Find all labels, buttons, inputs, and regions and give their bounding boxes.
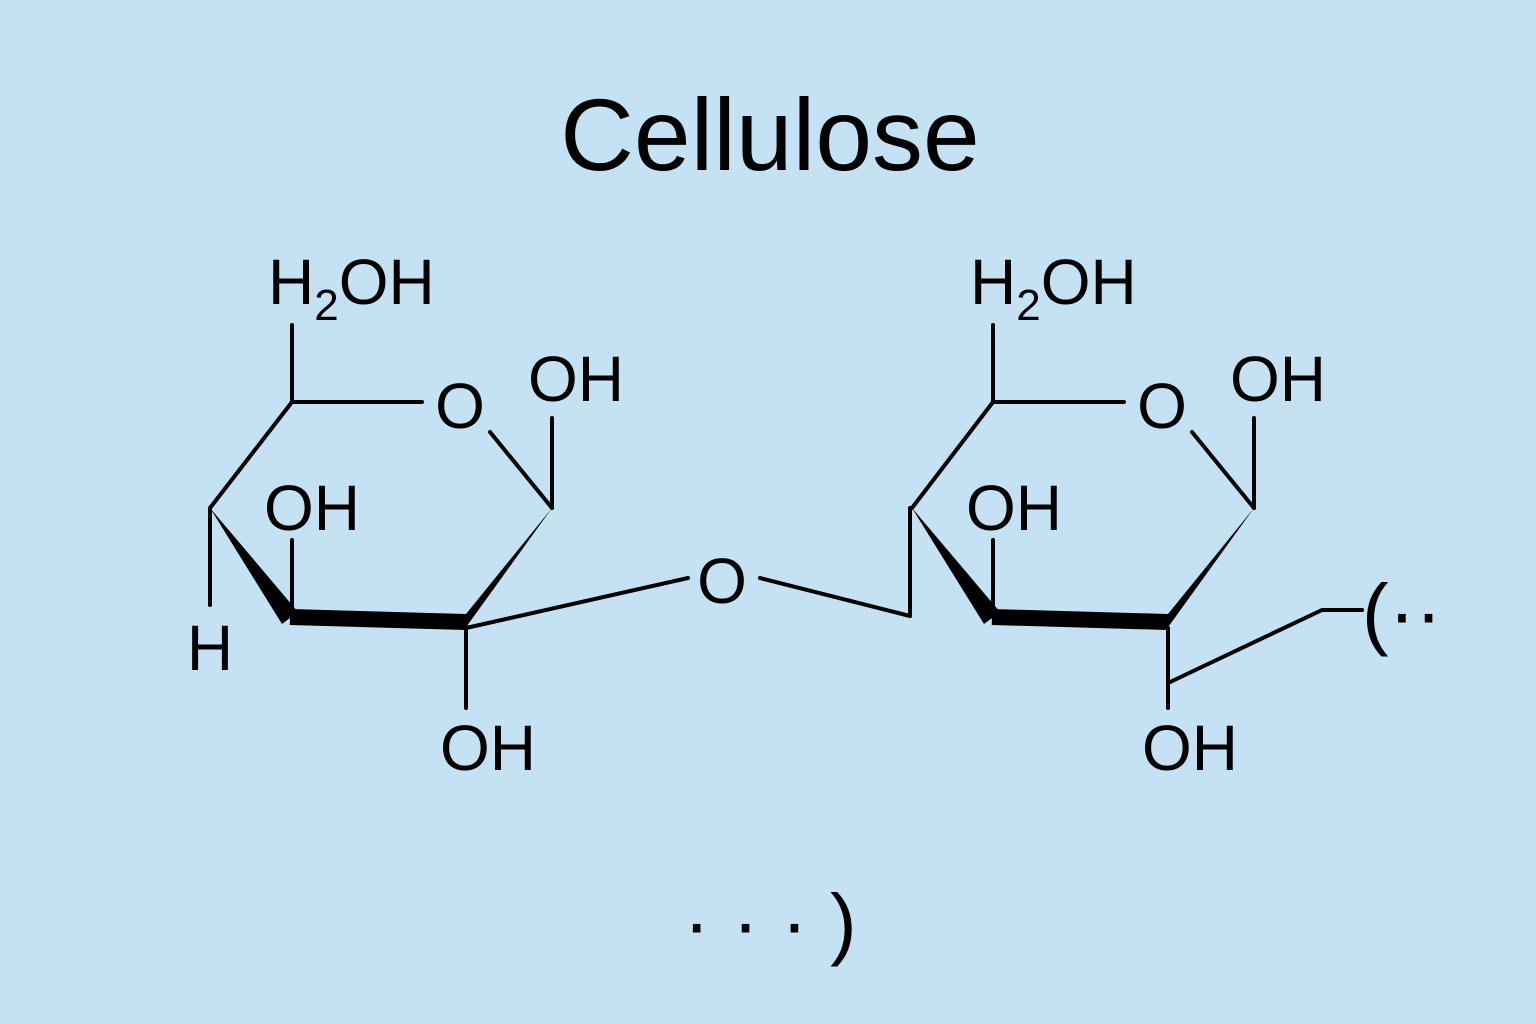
wedge-c1-c2 xyxy=(464,508,552,630)
bold-bond-c2-c3 xyxy=(289,609,467,630)
chain-continuation-right: (·· xyxy=(1362,568,1442,657)
diagram-title: Cellulose xyxy=(560,78,980,192)
ring-oxygen-2: O xyxy=(1137,370,1187,442)
oh-label-c3-ring2: OH xyxy=(966,472,1062,544)
bond-c2-glycosidic-o xyxy=(464,576,690,630)
oh-label-c1-ring1: OH xyxy=(528,343,624,415)
oh-label-c3-ring1: OH xyxy=(264,472,360,544)
wedge-c4-c3 xyxy=(210,508,298,624)
ch2oh-label-1: H2OH xyxy=(268,246,435,330)
chain-continuation-bottom: · · · ) xyxy=(683,878,856,967)
oh-label-c1-ring2: OH xyxy=(1230,343,1326,415)
bond-c4-c5-ring2 xyxy=(910,400,995,510)
glucose-ring-1: H2OH O OH OH H OH xyxy=(187,246,690,784)
bond-ring-o-c1-ring2 xyxy=(1190,430,1256,510)
ring-oxygen-1: O xyxy=(435,370,485,442)
bold-bond-c2-c3-ring2 xyxy=(991,609,1169,630)
oh-label-c2-ring1: OH xyxy=(440,712,536,784)
bond-c4-c5 xyxy=(208,400,294,510)
wedge-c1-c2-ring2 xyxy=(1166,508,1254,630)
glycosidic-oxygen: O xyxy=(697,545,747,617)
ch2oh-label-2: H2OH xyxy=(970,246,1137,330)
wedge-c4-c3-ring2 xyxy=(912,508,1000,624)
oh-label-c2-ring2: OH xyxy=(1142,712,1238,784)
glucose-ring-2: H2OH O OH OH OH xyxy=(908,246,1364,784)
bond-ring-o-c1 xyxy=(488,430,554,510)
bond-glycosidic-o-ring2 xyxy=(758,576,912,618)
h-label-c4-ring1: H xyxy=(187,612,233,684)
bond-c2-chain-continuation xyxy=(1166,608,1364,685)
